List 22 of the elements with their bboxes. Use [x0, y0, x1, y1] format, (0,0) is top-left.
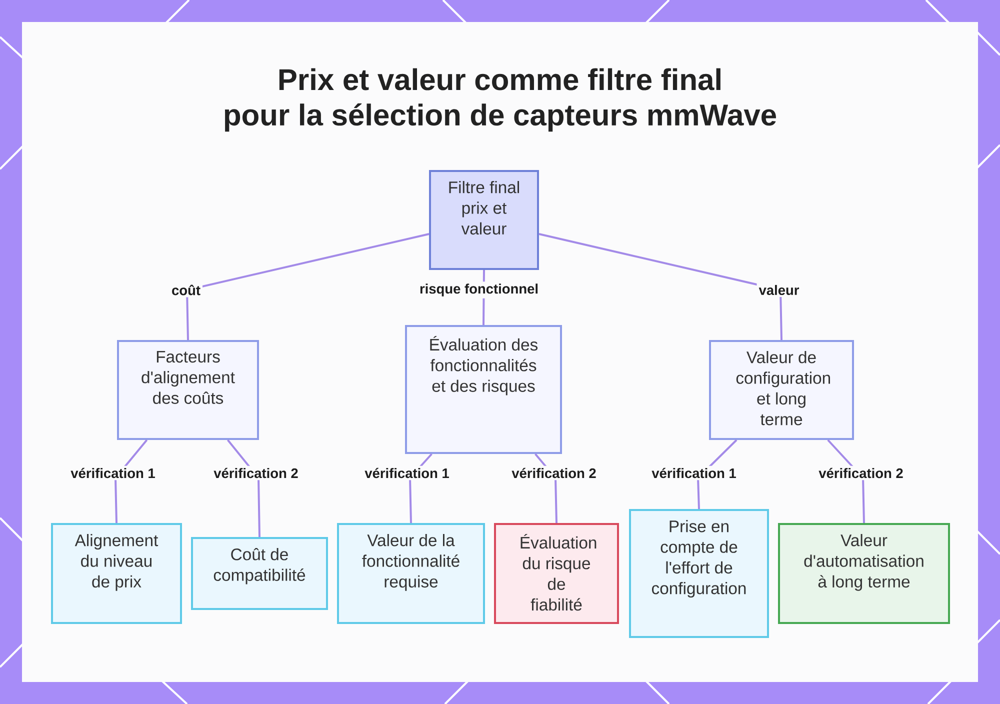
- edge-label: risque fonctionnel: [418, 282, 541, 298]
- process-box: Coût de compatibilité: [191, 537, 328, 610]
- process-box: Évaluation des fonctionnalités et des risques: [405, 325, 562, 454]
- edge-label: vérification 2: [816, 466, 906, 480]
- process-box: Prise en compte de l'effort de configuration: [629, 509, 769, 638]
- edge-label: vérification 1: [362, 466, 452, 480]
- edge-label: valeur: [756, 282, 802, 298]
- process-box: Alignement du niveau de prix: [51, 523, 182, 624]
- process-box: Valeur de configuration et long terme: [709, 340, 854, 440]
- process-box: Valeur d'automatisation à long terme: [778, 523, 950, 624]
- process-box: Valeur de la fonctionnalité requise: [337, 523, 485, 624]
- process-box: Filtre final prix et valeur: [429, 170, 539, 270]
- edge-label: vérification 1: [68, 466, 158, 480]
- process-box: Évaluation du risque de fiabilité: [494, 523, 619, 624]
- edge-label: vérification 2: [510, 466, 598, 480]
- edge-label: vérification 2: [212, 466, 300, 480]
- title: Prix et valeur comme filtre final pour la sélection de capteurs mmWave: [224, 68, 776, 132]
- connector-line: [538, 233, 782, 340]
- edge-label: vérification 1: [650, 466, 738, 480]
- edge-label: coût: [170, 282, 202, 298]
- connector-line: [186, 233, 430, 340]
- process-box: Facteurs d'alignement des coûts: [117, 340, 259, 440]
